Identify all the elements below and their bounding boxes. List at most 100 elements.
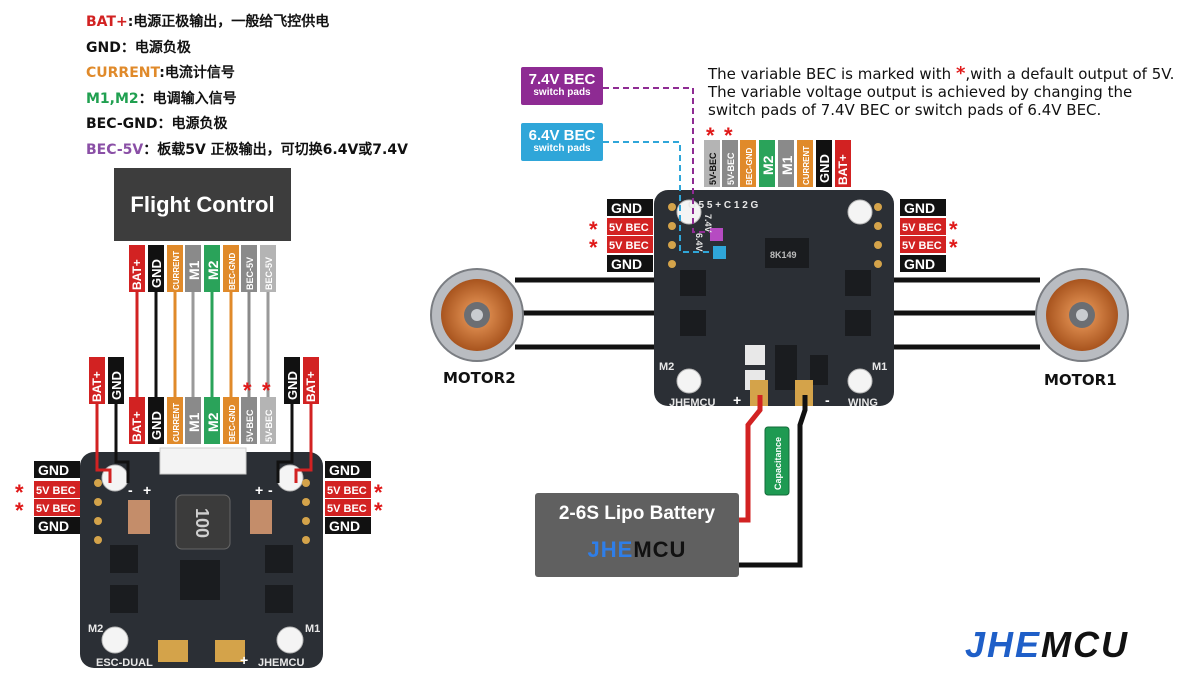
legend-term: CURRENT — [86, 65, 160, 82]
switch-tag-sub: switch pads — [533, 87, 591, 98]
board-label-jhemcu: JHEMCU — [258, 657, 305, 669]
pin-bec-5v: BEC-5V — [264, 257, 274, 290]
note-text: The variable BEC is marked with — [708, 65, 956, 83]
battery-label: 2-6S Lipo Battery — [558, 503, 716, 524]
pin-gnd: GND — [904, 256, 935, 272]
legend-row-bec5v: BEC-5V：板载5V 正极输出，可切换6.4V或7.4V — [86, 138, 408, 164]
capacitor-label: Capacitance — [773, 437, 783, 490]
legend-row-bat: BAT+:电源正极输出，一般给飞控供电 — [86, 10, 408, 36]
esc-side-labels-left: GND 5V BEC 5V BEC GND * * — [15, 461, 80, 534]
pin-gnd: GND — [611, 256, 642, 272]
pin-bec-gnd: BEC-GND — [228, 252, 237, 290]
star-icon: * — [15, 498, 24, 523]
pin-gnd: GND — [285, 371, 300, 400]
board-pad-row: G 5 5 + C 1 2 G — [688, 200, 759, 211]
pin-bec-5v-alt: 5V-BEC — [245, 409, 255, 442]
board-label-wing: WING — [848, 397, 878, 409]
star-icon: * — [374, 498, 383, 523]
star-icon: * — [949, 217, 958, 242]
pin-gnd: GND — [904, 200, 935, 216]
legend-desc: 电源负极 — [171, 116, 228, 133]
esc-pin-labels-bottom: BAT+ GND CURRENT M1 M2 BEC-GND 5V-BEC 5V… — [129, 378, 276, 444]
battery-box: 2-6S Lipo Battery JHEMCU — [535, 493, 739, 577]
legend-term: M1,M2 — [86, 90, 139, 107]
switch-pad-leaders — [603, 87, 713, 253]
legend-term: BEC-5V — [86, 141, 144, 158]
legend-sep: ： — [138, 90, 153, 107]
fc-harness-wires — [135, 290, 270, 398]
legend: BAT+:电源正极输出，一般给飞控供电 GND：电源负极 CURRENT:电流计… — [86, 10, 408, 164]
main-board-side-labels-left: GND 5V BEC 5V BEC GND * * — [589, 199, 653, 272]
legend-row-current: CURRENT:电流计信号 — [86, 61, 408, 87]
board-v64: 6.4V — [694, 233, 704, 252]
pin-bat-plus: BAT+ — [836, 154, 850, 185]
switch-tag-voltage: 7.4V BEC — [528, 71, 596, 88]
legend-row-becgnd: BEC-GND：电源负极 — [86, 112, 408, 138]
chip-mark: 8K149 — [770, 250, 797, 260]
pin-5v-bec: 5V BEC — [902, 222, 942, 234]
pin-bec-5v-alt: 5V-BEC — [726, 152, 736, 185]
main-board-top-labels: 5V-BEC 5V-BEC BEC-GND M2 M1 CURRENT GND … — [704, 123, 851, 187]
star-icon: * — [589, 235, 598, 260]
legend-row-gnd: GND：电源负极 — [86, 36, 408, 62]
pin-5v-bec: 5V BEC — [609, 240, 649, 252]
note-text: ,with a default output of 5V. — [965, 65, 1175, 83]
motor-right — [1035, 268, 1129, 362]
legend-sep: : — [159, 65, 165, 82]
pin-5v-bec: 5V BEC — [609, 222, 649, 234]
legend-term: BAT+ — [86, 14, 128, 30]
pin-current: CURRENT — [172, 251, 181, 290]
legend-desc: 板载5V 正极输出，可切换6.4V或7.4V — [157, 141, 408, 158]
motor-wires — [515, 277, 1040, 350]
pin-5v-bec: 5V BEC — [327, 485, 367, 497]
pin-gnd: GND — [329, 518, 360, 534]
esc-power-wires — [95, 402, 313, 483]
board-minus: - — [268, 482, 273, 498]
legend-desc: 电源正极输出，一般给飞控供电 — [133, 14, 330, 30]
star-icon: * — [706, 123, 715, 148]
board-label-esc-dual: ESC-DUAL — [96, 657, 153, 669]
legend-sep: ： — [143, 141, 158, 158]
brand-logo: JHEMCU — [965, 624, 1129, 666]
switch-tag-voltage: 6.4V BEC — [528, 127, 596, 144]
star-icon: * — [589, 217, 598, 242]
pin-bat-plus: BAT+ — [130, 259, 144, 290]
pin-gnd: GND — [38, 462, 69, 478]
legend-desc: 电源负极 — [134, 39, 191, 56]
legend-sep: : — [127, 14, 134, 30]
pin-bec-gnd: BEC-GND — [228, 404, 237, 442]
pin-gnd: GND — [38, 518, 69, 534]
pin-gnd: GND — [149, 411, 164, 440]
flight-control-label: Flight Control — [130, 191, 275, 217]
pin-bec-gnd: BEC-GND — [745, 147, 754, 185]
legend-term: GND — [86, 39, 121, 56]
board-label-jhemcu: JHEMCU — [669, 397, 716, 409]
brand-logo-b: MCU — [1041, 624, 1130, 665]
pin-gnd: GND — [329, 462, 360, 478]
battery-logo: JHEMCU — [535, 537, 739, 563]
pin-current: CURRENT — [172, 403, 181, 442]
switch-tag-64v: 6.4V BEC switch pads — [521, 123, 603, 161]
board-v74: 7.4V — [703, 214, 713, 233]
pin-bat-plus: BAT+ — [130, 411, 144, 442]
star-icon: * — [15, 480, 24, 505]
pin-5v-bec: 5V BEC — [36, 503, 76, 515]
pin-bat-plus: BAT+ — [304, 371, 318, 402]
legend-desc: 电流计信号 — [164, 65, 235, 82]
pin-m2: M2 — [205, 412, 221, 432]
legend-sep: ： — [120, 39, 135, 56]
motor-right-label: MOTOR1 — [1044, 371, 1117, 389]
pin-gnd: GND — [109, 371, 124, 400]
bec-note: The variable BEC is marked with *,with a… — [708, 65, 1175, 120]
star-icon: * — [262, 378, 271, 403]
esc-board-left: 100 ESC-DUAL JHEMCU M2 M1 - + + - + — [80, 447, 323, 669]
pin-bec-5v-alt: 5V-BEC — [264, 409, 274, 442]
fc-pin-labels-top: BAT+ GND CURRENT M1 M2 BEC-GND BEC-5V BE… — [129, 245, 276, 292]
pin-current: CURRENT — [802, 146, 811, 185]
motor-left-label: MOTOR2 — [443, 369, 516, 387]
note-line-2: The variable voltage output is achieved … — [708, 83, 1133, 101]
legend-desc: 电调输入信号 — [152, 90, 237, 107]
legend-sep: ： — [157, 116, 172, 133]
star-icon: * — [374, 480, 383, 505]
